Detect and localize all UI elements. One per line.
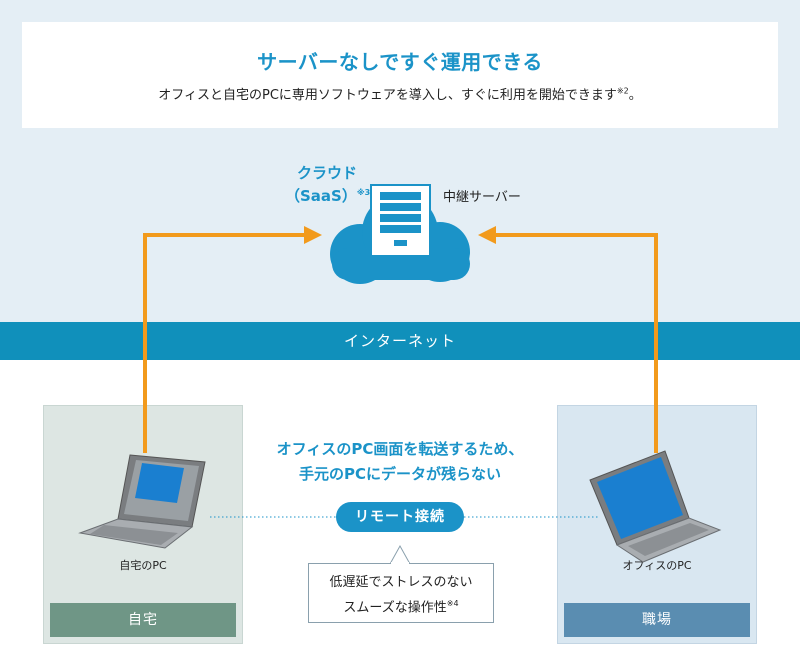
bubble-note: ※4 xyxy=(446,599,459,608)
arrow-head-left-icon xyxy=(304,226,322,244)
cloud-label-note: ※3 xyxy=(356,188,371,197)
transfer-line1: オフィスのPC画面を転送するため、 xyxy=(276,440,524,458)
relay-server-label: 中継サーバー xyxy=(443,190,521,205)
cloud-label-line1: クラウド xyxy=(297,164,358,182)
office-pc-label: オフィスのPC xyxy=(622,559,692,572)
bubble-text: 低遅延でストレスのない スムーズな操作性※4 xyxy=(309,572,493,618)
transfer-line2: 手元のPCにデータが残らない xyxy=(298,465,501,483)
transfer-description: オフィスのPC画面を転送するため、 手元のPCにデータが残らない xyxy=(248,437,552,487)
header-box: サーバーなしですぐ運用できる オフィスと自宅のPCに専用ソフトウェアを導入し、す… xyxy=(22,22,778,128)
remote-connection-badge: リモート接続 xyxy=(336,502,464,532)
bubble-line1: 低遅延でストレスのない xyxy=(329,575,473,590)
internet-band: インターネット xyxy=(0,322,800,360)
cloud-label: クラウド （SaaS）※3 xyxy=(285,163,385,206)
home-footer: 自宅 xyxy=(50,603,236,637)
arrow-home-to-cloud xyxy=(143,233,310,453)
office-footer: 職場 xyxy=(564,603,750,637)
subtitle-note: ※2 xyxy=(616,86,629,96)
arrow-office-to-cloud xyxy=(490,233,658,453)
latency-bubble: 低遅延でストレスのない スムーズな操作性※4 xyxy=(308,563,494,623)
page-subtitle: オフィスと自宅のPCに専用ソフトウェアを導入し、すぐに利用を開始できます※2。 xyxy=(22,84,778,103)
bubble-line2: スムーズな操作性 xyxy=(343,600,447,616)
subtitle-end: 。 xyxy=(628,88,642,103)
subtitle-text: オフィスと自宅のPCに専用ソフトウェアを導入し、すぐに利用を開始できます xyxy=(158,88,617,103)
cloud-label-line2: （SaaS） xyxy=(285,187,357,205)
page-title: サーバーなしですぐ運用できる xyxy=(257,50,543,74)
home-laptop-icon xyxy=(78,454,206,549)
arrow-head-right-icon xyxy=(478,226,496,244)
home-pc-label: 自宅のPC xyxy=(119,559,167,572)
office-laptop-icon xyxy=(589,450,722,563)
server-icon xyxy=(370,184,431,257)
